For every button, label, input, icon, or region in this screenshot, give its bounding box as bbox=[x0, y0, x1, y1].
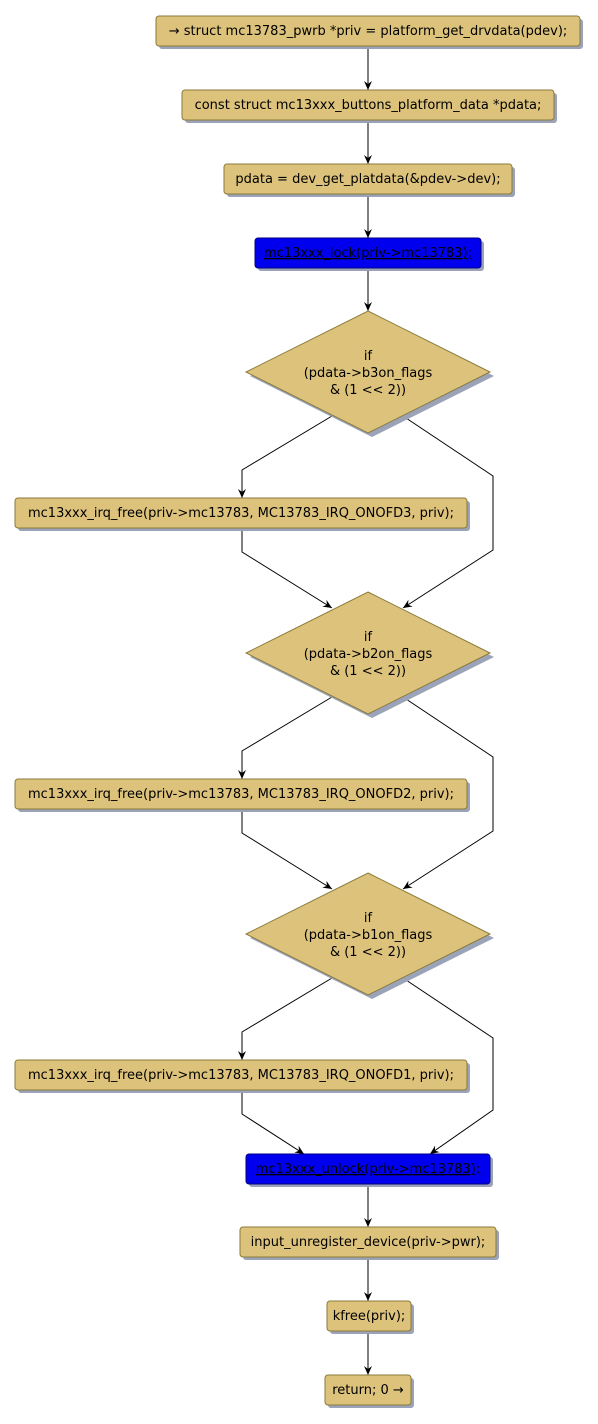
edge-free1-to-unlock bbox=[241, 1090, 305, 1155]
node-lock-box bbox=[254, 237, 482, 269]
node-if-b2-line2: (pdata->b2on_flags bbox=[304, 647, 433, 662]
node-if-b1[interactable]: if (pdata->b1on_flags & (1 << 2)) bbox=[244, 872, 494, 999]
node-unregister-label: input_unregister_device(priv->pwr); bbox=[251, 1235, 486, 1250]
edges bbox=[238, 46, 494, 1375]
edge-if-b3-true bbox=[238, 415, 333, 498]
node-if-b3[interactable]: if (pdata->b3on_flags & (1 << 2)) bbox=[244, 310, 494, 437]
node-free-onofd2-box bbox=[14, 778, 468, 810]
node-kfree-label: kfree(priv); bbox=[333, 1309, 406, 1324]
node-if-b3-line2: (pdata->b3on_flags bbox=[304, 366, 433, 381]
node-lock-label: mc13xxx_lock(priv->mc13783); bbox=[264, 246, 472, 261]
node-free-onofd2[interactable]: mc13xxx_irq_free(priv->mc13783, MC13783_… bbox=[14, 778, 470, 812]
node-unlock-box bbox=[245, 1153, 491, 1185]
edge-free3-to-if-b2 bbox=[241, 528, 333, 609]
node-free-onofd1-box bbox=[14, 1059, 468, 1091]
node-unregister[interactable]: input_unregister_device(priv->pwr); bbox=[239, 1226, 499, 1260]
node-kfree-box bbox=[326, 1300, 412, 1332]
node-return-label: return; 0 → bbox=[332, 1383, 404, 1398]
node-free-onofd3-label: mc13xxx_irq_free(priv->mc13783, MC13783_… bbox=[28, 506, 454, 521]
node-start[interactable]: → struct mc13783_pwrb *priv = platform_g… bbox=[155, 15, 583, 49]
node-assign-pdata-box bbox=[223, 163, 513, 195]
node-free-onofd2-label: mc13xxx_irq_free(priv->mc13783, MC13783_… bbox=[28, 787, 454, 802]
node-return-box bbox=[324, 1374, 412, 1406]
node-if-b1-diamond bbox=[244, 872, 492, 996]
node-if-b2-line1: if bbox=[364, 630, 373, 645]
node-free-onofd3[interactable]: mc13xxx_irq_free(priv->mc13783, MC13783_… bbox=[14, 497, 470, 531]
node-if-b1-line2: (pdata->b1on_flags bbox=[304, 928, 433, 943]
node-if-b1-line3: & (1 << 2)) bbox=[330, 945, 406, 960]
node-unlock-label: mc13xxx_unlock(priv->mc13783); bbox=[256, 1162, 480, 1177]
node-lock[interactable]: mc13xxx_lock(priv->mc13783); bbox=[254, 237, 484, 271]
node-unlock[interactable]: mc13xxx_unlock(priv->mc13783); bbox=[245, 1153, 493, 1187]
node-return[interactable]: return; 0 → bbox=[324, 1374, 414, 1408]
node-free-onofd3-box bbox=[14, 497, 468, 529]
edge-if-b2-false bbox=[402, 696, 494, 890]
node-decl-pdata-box bbox=[181, 89, 555, 121]
edge-if-b1-true bbox=[238, 977, 333, 1060]
edge-if-b2-true bbox=[238, 696, 333, 779]
node-if-b3-line1: if bbox=[364, 349, 373, 364]
node-unregister-box bbox=[239, 1226, 497, 1258]
node-if-b3-diamond bbox=[244, 310, 492, 434]
edge-if-b1-false bbox=[402, 977, 494, 1155]
node-if-b2-diamond bbox=[244, 591, 492, 715]
node-start-label: → struct mc13783_pwrb *priv = platform_g… bbox=[169, 24, 568, 39]
node-decl-pdata[interactable]: const struct mc13xxx_buttons_platform_da… bbox=[181, 89, 557, 123]
node-if-b2-line3: & (1 << 2)) bbox=[330, 664, 406, 679]
node-if-b2[interactable]: if (pdata->b2on_flags & (1 << 2)) bbox=[244, 591, 494, 718]
node-if-b1-line1: if bbox=[364, 911, 373, 926]
edge-if-b3-false bbox=[402, 415, 494, 609]
node-kfree[interactable]: kfree(priv); bbox=[326, 1300, 414, 1334]
node-decl-pdata-label: const struct mc13xxx_buttons_platform_da… bbox=[195, 98, 542, 113]
node-free-onofd1[interactable]: mc13xxx_irq_free(priv->mc13783, MC13783_… bbox=[14, 1059, 470, 1093]
node-start-box bbox=[155, 15, 581, 47]
edge-free2-to-if-b1 bbox=[241, 809, 333, 890]
node-free-onofd1-label: mc13xxx_irq_free(priv->mc13783, MC13783_… bbox=[28, 1068, 454, 1083]
node-assign-pdata[interactable]: pdata = dev_get_platdata(&pdev->dev); bbox=[223, 163, 515, 197]
node-assign-pdata-label: pdata = dev_get_platdata(&pdev->dev); bbox=[235, 172, 500, 187]
node-if-b3-line3: & (1 << 2)) bbox=[330, 383, 406, 398]
